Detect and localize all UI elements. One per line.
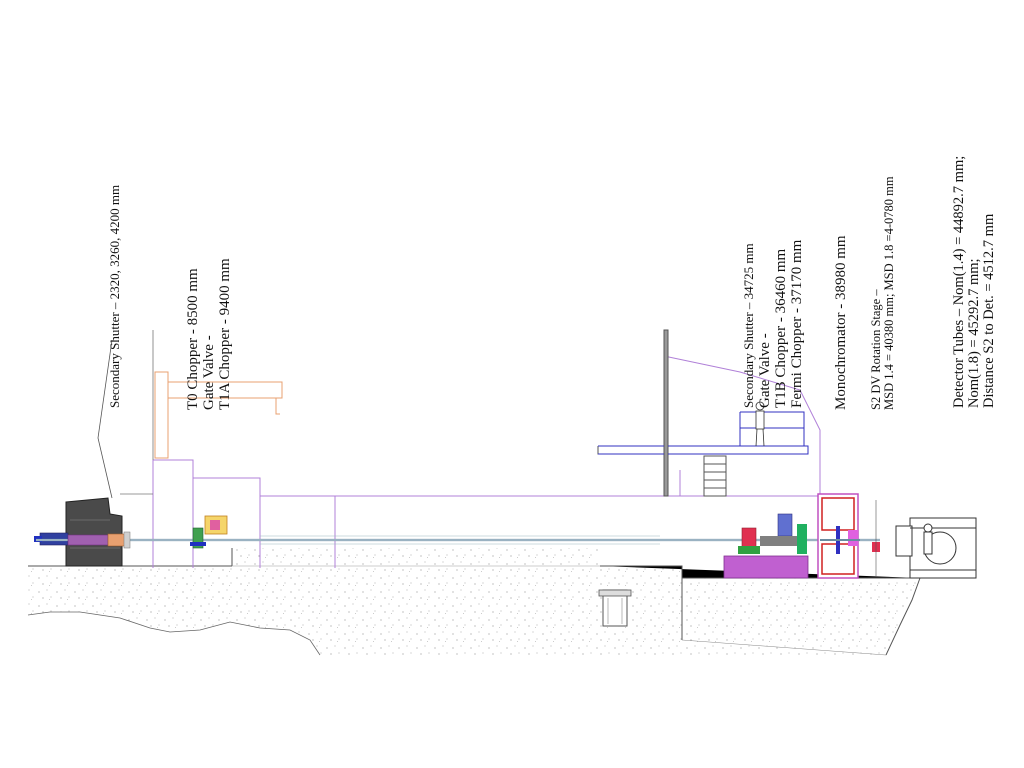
beam-line	[36, 531, 880, 549]
t1b-chopper-text: T1B Chopper - 36460 mm	[772, 248, 789, 408]
fermi-chopper-text: Fermi Chopper - 37170 mm	[788, 239, 805, 408]
fermi-chopper-assembly	[723, 513, 809, 579]
secondary-shutter-label: Secondary Shutter – 2320, 3260, 4200 mm	[107, 184, 122, 408]
s2-stage-label-group: S2 DV Rotation Stage – MSD 1.4 = 40380 m…	[869, 176, 897, 410]
detector-label-group: Detector Tubes – Nom(1.4) = 44892.7 mm; …	[951, 155, 998, 408]
gate-valve-2-text: Gate Valve -	[757, 333, 773, 408]
gate-valve-1-text: Gate Valve -	[200, 335, 217, 410]
detector-text-line2: Nom(1.8) = 45292.7 mm;	[966, 258, 983, 408]
secondary-shutter-block	[34, 497, 123, 567]
fermi-chopper-label-group: Gate Valve - T1B Chopper - 36460 mm Ferm…	[757, 239, 805, 408]
chopper-support-frame	[154, 371, 283, 459]
monochromator-text: Monochromator - 38980 mm	[833, 235, 849, 410]
t1a-chopper-text: T1A Chopper - 9400 mm	[216, 258, 233, 410]
s2-stage-text-line2: MSD 1.4 = 40380 mm; MSD 1.8 =4-0780 mm	[882, 176, 897, 410]
t0-chopper-label-group: T0 Chopper - 8500 mm Gate Valve - T1A Ch…	[185, 258, 233, 410]
person-figure-platform	[755, 401, 765, 447]
monochromator-label: Monochromator - 38980 mm	[833, 235, 850, 410]
t0-chopper-assembly	[190, 515, 228, 549]
t0-chopper-text: T0 Chopper - 8500 mm	[185, 268, 201, 410]
s2-rotation-stage	[872, 500, 880, 576]
detector-text-line1: Detector Tubes – Nom(1.4) = 44892.7 mm;	[951, 155, 967, 408]
secondary-shutter-2-label: Secondary Shutter – 34725 mm	[741, 243, 756, 408]
detector-tank	[895, 517, 977, 579]
shutter-leader-line	[97, 339, 113, 499]
shielding-outline	[152, 355, 821, 568]
floor-pit	[598, 589, 632, 627]
monochromator-assembly	[817, 493, 860, 579]
beam-guide-segments	[260, 535, 660, 545]
secondary-shutter-2-text: Secondary Shutter – 34725 mm	[741, 243, 756, 408]
detector-text-line3: Distance S2 to Det. = 4512.7 mm	[981, 213, 998, 408]
secondary-shutter-text: Secondary Shutter – 2320, 3260, 4200 mm	[107, 184, 122, 408]
